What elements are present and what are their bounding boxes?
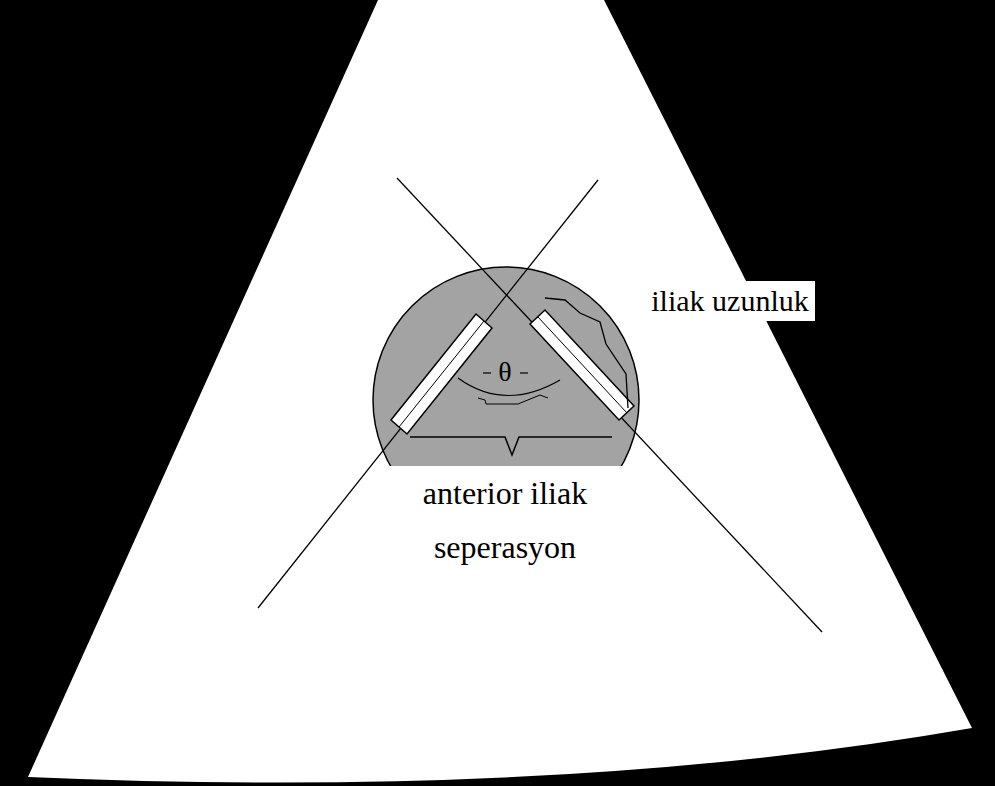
pelvis-circle: [373, 267, 639, 472]
measurement-label: anterior iliak seperasyon: [385, 466, 625, 575]
ultrasound-sector: [28, 0, 972, 783]
angle-tick: [520, 372, 528, 373]
right-iliac-bone: [530, 310, 634, 420]
angle-tick: [483, 372, 491, 373]
anterior-separation-bracket: [410, 437, 612, 455]
angle-symbol: θ: [498, 358, 511, 386]
pelvis-contour: [478, 395, 548, 404]
iliac-length-bracket: [545, 298, 628, 408]
left-iliac-bone: [391, 314, 492, 434]
measurement-label: iliak uzunluk: [645, 281, 814, 321]
